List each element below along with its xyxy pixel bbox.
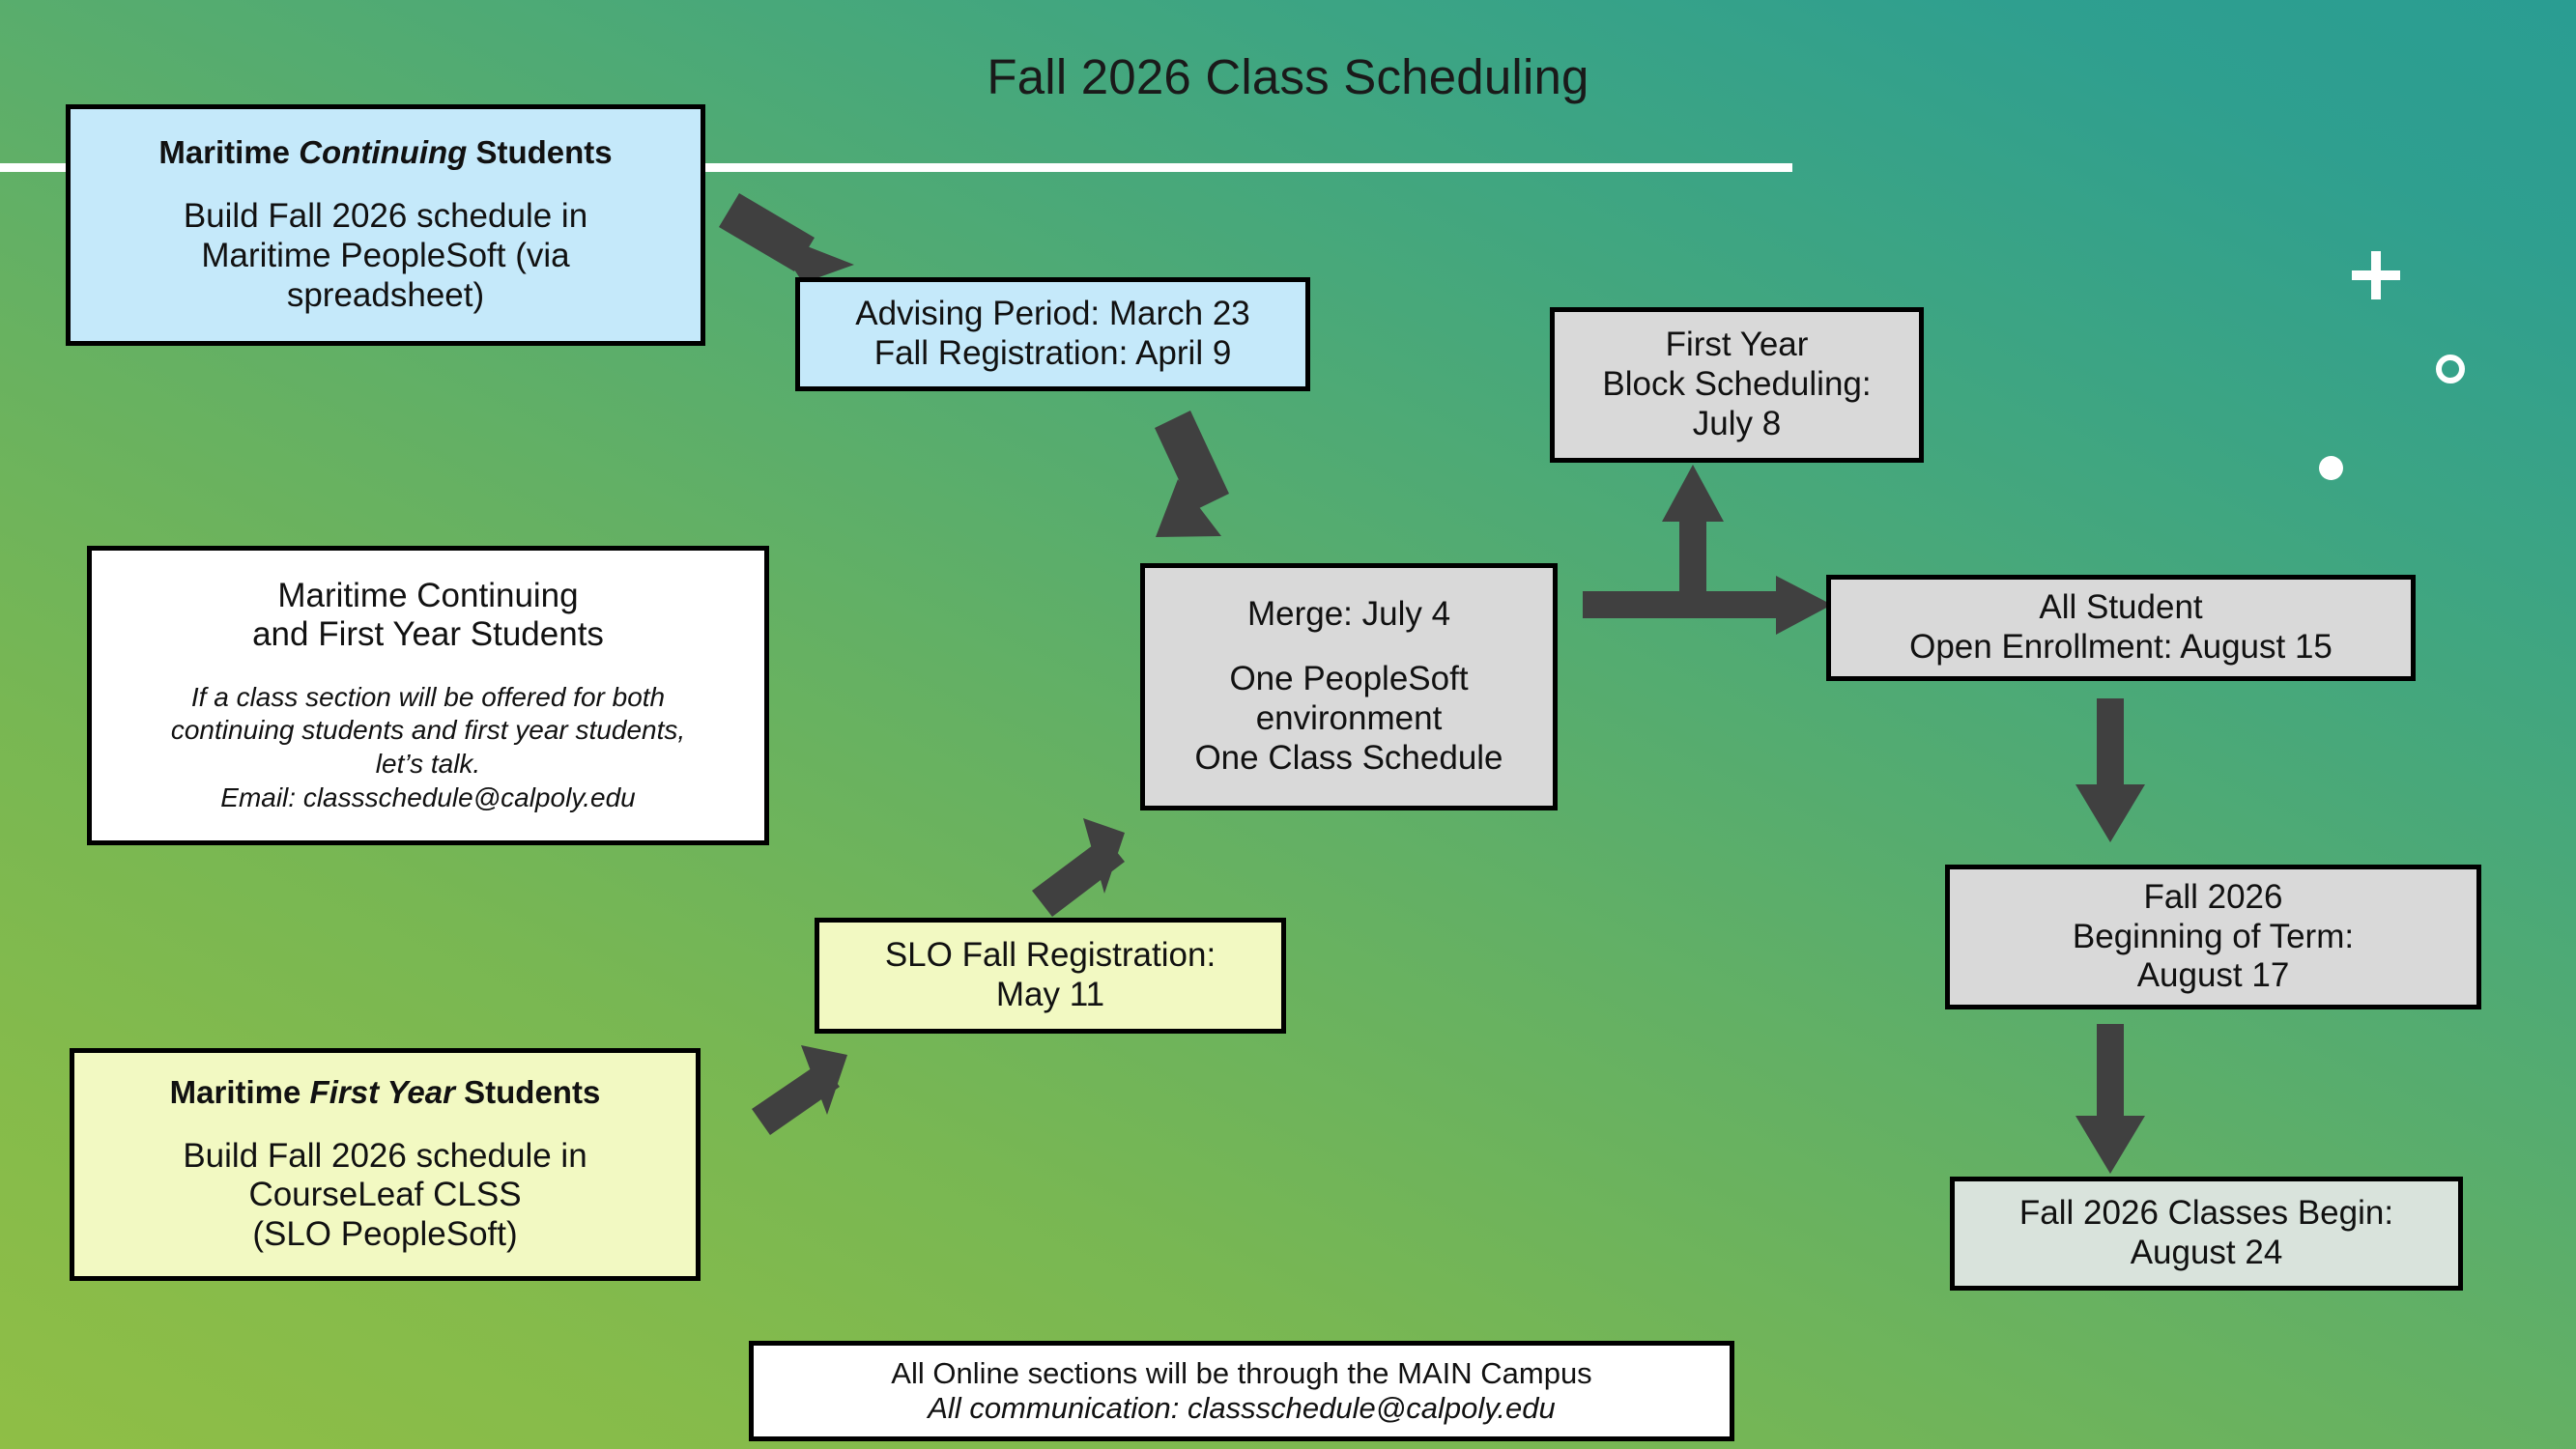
node-slo-fall-registration[interactable]: SLO Fall Registration: May 11	[815, 918, 1286, 1034]
node-line: SLO Fall Registration:	[884, 936, 1216, 975]
node-maritime-continuing[interactable]: Maritime Continuing Students Build Fall …	[66, 104, 705, 346]
node-line: CourseLeaf CLSS	[248, 1176, 522, 1214]
node-line: Beginning of Term:	[2072, 917, 2355, 955]
node-line: Open Enrollment: August 15	[1909, 628, 2333, 666]
node-line: (SLO PeopleSoft)	[252, 1215, 518, 1254]
dot-mark-icon	[2319, 456, 2343, 480]
node-classes-begin[interactable]: Fall 2026 Classes Begin: August 24	[1950, 1177, 2463, 1291]
ring-mark-icon	[2436, 355, 2465, 384]
node-line: and First Year Students	[252, 615, 604, 654]
plus-mark-icon	[2352, 251, 2400, 299]
node-advising-period[interactable]: Advising Period: March 23 Fall Registrat…	[795, 277, 1310, 391]
node-line: One PeopleSoft	[1229, 660, 1469, 698]
node-heading: Maritime First Year Students	[169, 1073, 601, 1110]
node-email-line: Email: classschedule@calpoly.edu	[220, 781, 636, 812]
node-shared-students-note[interactable]: Maritime Continuing and First Year Stude…	[87, 546, 769, 845]
node-email-line: All communication: classschedule@calpoly…	[928, 1391, 1556, 1425]
node-heading: Maritime Continuing Students	[158, 134, 613, 171]
arrow-term-to-classes	[2075, 1024, 2145, 1174]
node-line: let’s talk.	[375, 749, 481, 780]
node-merge[interactable]: Merge: July 4 One PeopleSoft environment…	[1140, 563, 1558, 810]
node-line: spreadsheet)	[286, 275, 485, 314]
arrow-advising-to-merge	[1155, 411, 1229, 537]
node-line: Maritime PeopleSoft (via	[201, 236, 570, 274]
arrow-firstyear-to-slo	[752, 1045, 847, 1135]
node-line: Build Fall 2026 schedule in	[183, 1136, 587, 1175]
node-line: First Year	[1665, 326, 1809, 364]
node-footer-note[interactable]: All Online sections will be through the …	[749, 1341, 1734, 1441]
node-line: If a class section will be offered for b…	[190, 681, 666, 712]
node-line: August 17	[2136, 956, 2290, 995]
node-line: August 24	[2130, 1234, 2283, 1271]
node-line: All Student	[2039, 588, 2203, 627]
node-line: Merge: July 4	[1246, 595, 1451, 633]
node-line: Fall Registration: April 9	[873, 334, 1232, 372]
arrow-slo-to-merge	[1032, 818, 1125, 917]
node-line: Block Scheduling:	[1602, 365, 1872, 404]
node-line: Build Fall 2026 schedule in	[183, 197, 588, 236]
page-title: Fall 2026 Class Scheduling	[987, 49, 1589, 104]
arrow-merge-to-enrollment-and-block	[1583, 465, 1832, 635]
node-line: July 8	[1692, 404, 1782, 442]
node-line: Fall 2026	[2143, 877, 2283, 916]
node-first-year-block-scheduling[interactable]: First Year Block Scheduling: July 8	[1550, 307, 1924, 463]
node-line: All Online sections will be through the …	[891, 1355, 1592, 1390]
node-line: environment	[1255, 699, 1443, 738]
node-line: continuing students and first year stude…	[170, 715, 686, 746]
arrow-continuing-to-advising	[719, 193, 854, 283]
arrow-enrollment-to-term	[2075, 698, 2145, 842]
node-line: Advising Period: March 23	[855, 295, 1250, 333]
node-line: One Class Schedule	[1194, 739, 1503, 778]
node-line: May 11	[995, 976, 1105, 1013]
node-beginning-of-term[interactable]: Fall 2026 Beginning of Term: August 17	[1945, 865, 2481, 1009]
node-line: Fall 2026 Classes Begin:	[2018, 1194, 2394, 1233]
node-all-student-open-enrollment[interactable]: All Student Open Enrollment: August 15	[1826, 575, 2416, 681]
node-maritime-first-year[interactable]: Maritime First Year Students Build Fall …	[70, 1048, 701, 1281]
header-divider-rule	[0, 163, 1792, 172]
node-line: Maritime Continuing	[277, 576, 579, 614]
